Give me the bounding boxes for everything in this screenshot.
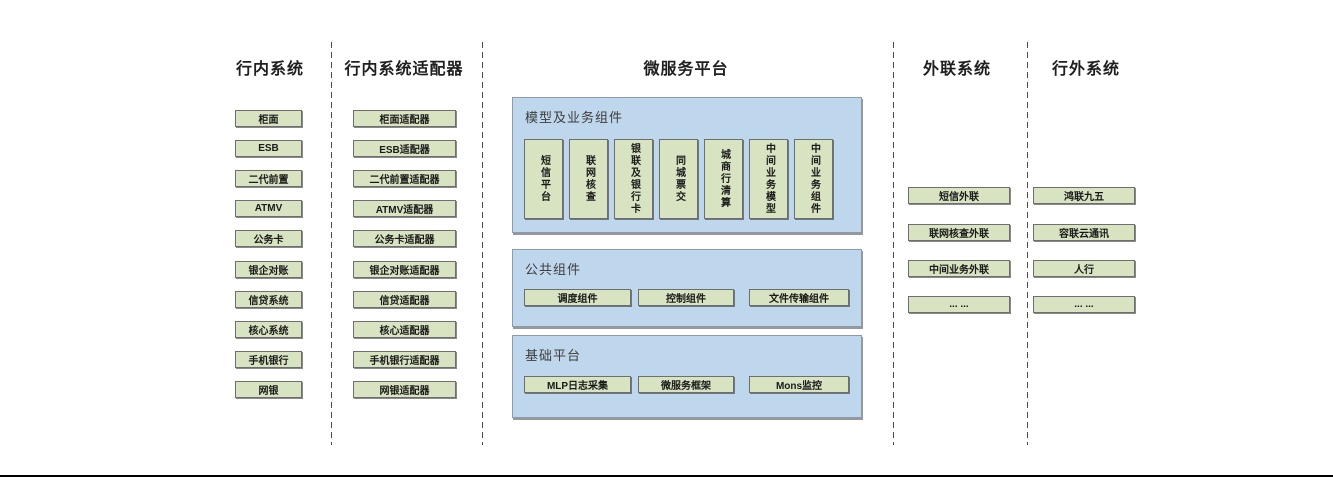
base-platform-node: Mons监控: [749, 376, 849, 393]
internal-system-node: 网银: [235, 381, 302, 398]
model-components-panel: 模型及业务组件 短信平台 联网核查 银联及银行卡 同城票交 城商行清算 中间业务…: [512, 97, 862, 233]
adapter-node: 核心适配器: [353, 321, 456, 338]
adapter-node: 信贷适配器: [353, 291, 456, 308]
outbound-node: 短信外联: [908, 187, 1010, 204]
adapter-node: 网银适配器: [353, 381, 456, 398]
internal-system-node: 信贷系统: [235, 291, 302, 308]
base-platform-panel-label: 基础平台: [525, 348, 582, 363]
adapter-node: 公务卡适配器: [353, 230, 456, 247]
external-node: 容联云通讯: [1033, 224, 1135, 241]
adapter-node: ESB适配器: [353, 140, 456, 157]
model-component-node: 短信平台: [524, 139, 563, 219]
column-title-internal-adapters: 行内系统适配器: [344, 61, 464, 78]
common-component-node: 调度组件: [524, 289, 631, 306]
model-component-node: 联网核查: [569, 139, 608, 219]
internal-system-node: ATMV: [235, 200, 302, 217]
internal-system-node: 核心系统: [235, 321, 302, 338]
base-platform-node: 微服务框架: [638, 376, 734, 393]
adapter-node: ATMV适配器: [353, 200, 456, 217]
common-component-node: 文件传输组件: [749, 289, 849, 306]
column-title-external-systems: 行外系统: [1051, 61, 1120, 78]
model-component-node: 银联及银行卡: [614, 139, 653, 219]
external-node: 鸿联九五: [1033, 187, 1135, 204]
common-components-panel-label: 公共组件: [525, 262, 582, 277]
adapter-node: 柜面适配器: [353, 110, 456, 127]
model-component-node: 中间业务组件: [794, 139, 833, 219]
model-component-node: 城商行清算: [704, 139, 743, 219]
adapter-node: 手机银行适配器: [353, 351, 456, 368]
internal-system-node: 银企对账: [235, 261, 302, 278]
common-components-panel: 公共组件 调度组件 控制组件 文件传输组件: [512, 249, 862, 327]
model-component-node: 中间业务模型: [749, 139, 788, 219]
internal-system-node: 柜面: [235, 110, 302, 127]
adapter-node: 银企对账适配器: [353, 261, 456, 278]
column-title-internal-systems: 行内系统: [235, 61, 304, 78]
external-node: 人行: [1033, 260, 1135, 277]
adapter-node: 二代前置适配器: [353, 170, 456, 187]
base-platform-node: MLP日志采集: [524, 376, 631, 393]
internal-system-node: 手机银行: [235, 351, 302, 368]
internal-system-node: 公务卡: [235, 230, 302, 247]
outbound-node: ... ...: [908, 296, 1010, 313]
model-component-node: 同城票交: [659, 139, 698, 219]
column-divider: [482, 42, 483, 445]
internal-system-node: 二代前置: [235, 170, 302, 187]
base-platform-panel: 基础平台 MLP日志采集 微服务框架 Mons监控: [512, 335, 862, 418]
external-node: ... ...: [1033, 296, 1135, 313]
column-divider: [331, 42, 332, 445]
model-components-panel-label: 模型及业务组件: [525, 110, 624, 125]
bottom-border-line: [0, 475, 1333, 477]
outbound-node: 联网核查外联: [908, 224, 1010, 241]
outbound-node: 中间业务外联: [908, 260, 1010, 277]
column-title-outbound-systems: 外联系统: [922, 61, 991, 78]
column-divider: [893, 42, 894, 445]
column-divider: [1027, 42, 1028, 445]
internal-system-node: ESB: [235, 140, 302, 157]
common-component-node: 控制组件: [638, 289, 734, 306]
column-title-microservice-platform: 微服务平台: [643, 61, 729, 78]
